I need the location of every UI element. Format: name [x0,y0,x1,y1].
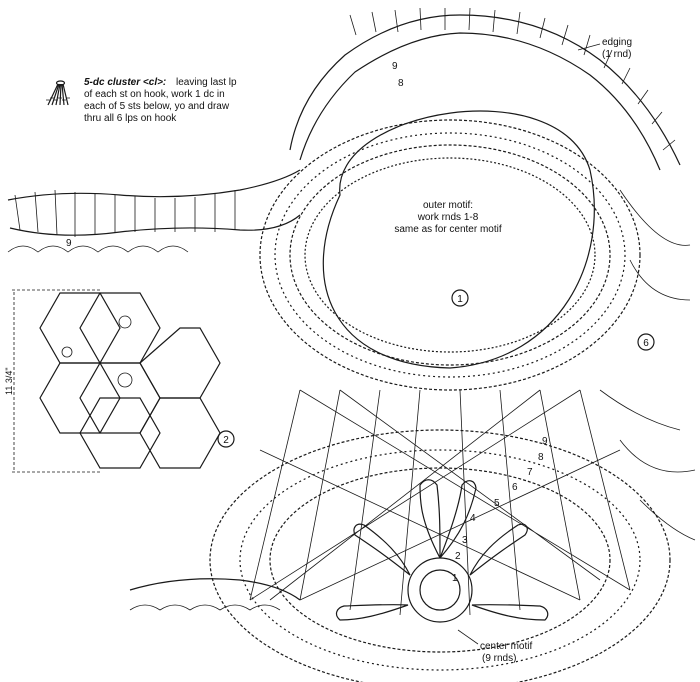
outer-motif-note: same as for center motif [394,224,501,235]
left-edging [7,169,301,253]
round-number: 9 [542,436,548,447]
round-number: 5 [494,498,500,509]
legend-text-1: leaving last lp [176,77,237,88]
round-number: 9 [392,61,398,72]
round-number: 1 [452,573,458,584]
svg-text:1: 1 [457,294,463,305]
round-number: 2 [455,551,461,562]
motif-layout-diagram [12,289,221,473]
outer-motif-rounds: work rnds 1-8 [417,212,479,223]
circled-number-one: 1 [451,289,469,307]
legend-text-4: thru all 6 lps on hook [84,113,177,124]
round-number: 4 [470,513,476,524]
center-motif-rounds: (9 rnds) [482,653,516,664]
lower-left-edging [129,578,301,611]
circled-number-two: 2 [217,430,235,448]
edging-leader-line [577,43,601,51]
edging-label: edging [602,37,632,48]
edging-rounds-label: (1 rnd) [602,49,631,60]
center-mesh [209,389,671,682]
outer-motif-title: outer motif: [423,200,473,211]
round-number: 8 [398,78,404,89]
round-number: 3 [462,535,468,546]
circled-number-six: 6 [637,333,655,351]
top-edging [289,7,681,171]
center-motif-title: center motif [480,641,532,652]
round-number: 9 [66,238,72,249]
right-mesh [599,189,696,541]
outer-motif-lobe [259,110,641,391]
round-number: 8 [538,452,544,463]
svg-text:6: 6 [643,338,649,349]
round-number: 6 [512,482,518,493]
cluster-symbol-icon [46,80,70,106]
center-motif-leader-line [457,629,479,645]
dimension-label: 11 3/4" [4,367,14,395]
legend-text-2: of each st on hook, work 1 dc in [84,89,225,100]
legend-title: 5-dc cluster <cl>: [84,77,166,88]
center-motif-flower [335,479,549,623]
svg-text:2: 2 [223,435,229,446]
legend-text-3: each of 5 sts below, yo and draw [84,101,230,112]
round-number: 7 [527,467,533,478]
